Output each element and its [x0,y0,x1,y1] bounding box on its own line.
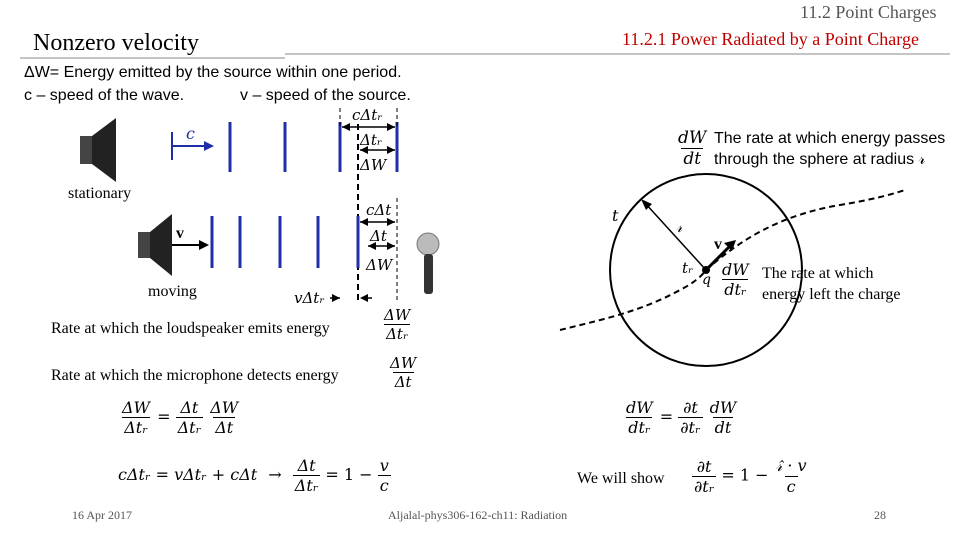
footer-center: Aljalal-phys306-162-ch11: Radiation [388,508,568,522]
sphere-t-label: t [612,206,619,225]
sphere-r-label: 𝓇 [676,218,683,236]
footer-page-number: 28 [874,508,886,522]
definition-c: c – speed of the wave. [24,87,185,104]
label-v-dt-r: vΔtᵣ [294,289,325,307]
speaker-rate-text: Rate at which the loudspeaker emits ener… [51,320,330,337]
will-show-text: We will show [577,470,665,487]
sphere-text-2: through the sphere at radius 𝓇 [714,151,926,168]
charge-tr-label: tᵣ [682,259,694,277]
speaker-icon-stationary [80,118,116,182]
section-title: 11.2 Point Charges [800,2,937,22]
charge-v-label: v [714,236,722,253]
charge-text-2: energy left the charge [762,286,901,303]
page-title: Nonzero velocity [33,30,199,56]
charge-text-1: The rate at which [762,265,874,282]
charge-q-label: q [702,272,711,288]
label-c-dt: cΔt [366,201,392,219]
moving-label: moving [148,283,197,300]
definition-energy: ΔW= Energy emitted by the source within … [24,64,402,81]
speaker-icon-moving [138,214,172,276]
label-dW-bottom: ΔW [366,256,393,274]
microphone-icon [416,232,440,294]
label-dt-r: Δtᵣ [360,131,383,149]
label-c-dt-r: cΔtᵣ [352,106,383,124]
mic-rate-text: Rate at which the microphone detects ene… [51,367,339,384]
wave-arrow-c-head [204,141,214,151]
moving-v-label: v [176,225,184,242]
radius-arrow [644,202,707,271]
stationary-label: stationary [68,185,132,202]
label-dt: Δt [370,227,387,245]
sphere-text-1: The rate at which energy passes [714,130,946,147]
label-dW-top: ΔW [360,156,387,174]
footer-date: 16 Apr 2017 [72,508,132,522]
definition-v: v – speed of the source. [240,87,411,104]
wave-c-label: c [186,124,195,143]
trajectory-path [559,189,906,331]
subsection-title: 11.2.1 Power Radiated by a Point Charge [622,29,919,49]
sphere-circle [609,173,803,367]
